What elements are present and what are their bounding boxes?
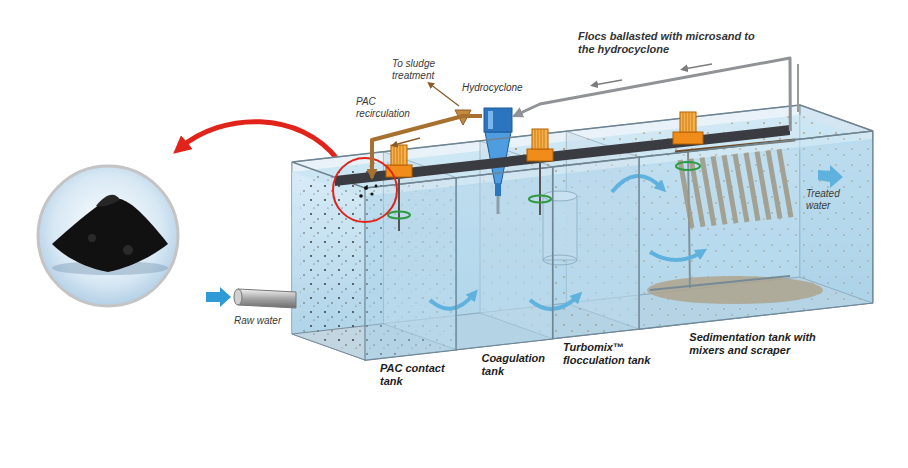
pac-dose: [364, 186, 368, 190]
cyclone-outlet: [495, 184, 501, 196]
tank-node: Sedimentation tank with mixers and scrap…: [639, 131, 873, 329]
tank-outline: [553, 157, 639, 339]
powder-grain: [123, 245, 133, 255]
motor-ribs: [683, 112, 692, 132]
cyclone-head: [484, 108, 512, 132]
tank-front-pane: [365, 178, 456, 360]
walkway-beam: [335, 125, 790, 186]
tank-node: Turbomix™ flocculation tank: [553, 157, 639, 339]
raw-water-arrow: [206, 287, 231, 307]
powder-grain: [88, 234, 96, 242]
motor-ribs: [394, 145, 403, 165]
tank-front-pane: [553, 157, 639, 339]
pac-inset-circle: [38, 166, 178, 306]
connector-label: PAC recirculation: [356, 96, 418, 120]
tank-node: PAC contact tank: [365, 178, 456, 360]
mixer-shaft: [539, 161, 541, 215]
tank-water: [456, 175, 553, 350]
motor-ribs: [535, 129, 544, 149]
tank-node: Coagulation tank: [456, 167, 553, 350]
pipe-connector: [372, 116, 482, 178]
pipe-connector: [514, 58, 790, 131]
tank-label: Sedimentation tank with mixers and scrap…: [689, 331, 841, 357]
rotation-mark: [529, 196, 551, 203]
tank-label: Turbomix™ flocculation tank: [563, 341, 675, 367]
motor-body: [680, 112, 696, 132]
annotation-label: To sludge treatment: [392, 58, 454, 82]
hydrocyclone-node: Hydrocyclone: [482, 108, 514, 196]
activated-carbon-powder: [52, 198, 168, 272]
mixer-motor: [386, 145, 412, 231]
floc-direction-arrow: [684, 64, 712, 69]
pac-dose: [370, 192, 373, 195]
tank-water: [553, 165, 639, 339]
zoom-arrow: [180, 122, 338, 160]
cyclone-highlight: [488, 111, 493, 129]
tank-outline: [456, 167, 553, 350]
tank-outline: [365, 178, 456, 360]
sludge-direction-arrow: [430, 84, 459, 106]
motor-base: [527, 149, 553, 161]
rotation-mark: [388, 212, 410, 219]
raw-water-pipe-end: [234, 289, 242, 305]
equipment-label: Hydrocyclone: [462, 82, 523, 94]
pac-dose: [359, 194, 363, 198]
annotation-label: Raw water: [234, 315, 281, 327]
powder-peak: [96, 195, 120, 207]
connector-label: Flocs ballasted with microsand to the hy…: [578, 30, 768, 56]
scraper-motor: [673, 112, 703, 170]
overflow-funnel: [455, 110, 471, 125]
highlight-circle: [333, 158, 397, 222]
raw-water-pipe: [238, 289, 296, 308]
motor-body: [532, 129, 548, 149]
tank-water: [365, 186, 456, 360]
tank-label: PAC contact tank: [380, 362, 455, 388]
rotation-mark: [676, 162, 700, 170]
motor-body: [391, 145, 407, 165]
mixer-motor: [527, 129, 553, 215]
mixer-shaft: [398, 177, 400, 231]
tank-front-pane: [456, 167, 553, 350]
hydrocyclone-body: [482, 108, 514, 196]
tank-water: [639, 139, 873, 329]
tank-outline: [639, 131, 873, 329]
tank-front-pane: [639, 131, 873, 329]
basin-rim: [292, 105, 873, 188]
motor-base: [673, 132, 703, 144]
recirculation-direction-arrow: [394, 138, 420, 145]
floc-direction-arrow: [594, 80, 622, 85]
tank-label: Coagulation tank: [481, 352, 553, 378]
pac-dose: [375, 185, 378, 188]
return-pipe: [797, 64, 799, 112]
